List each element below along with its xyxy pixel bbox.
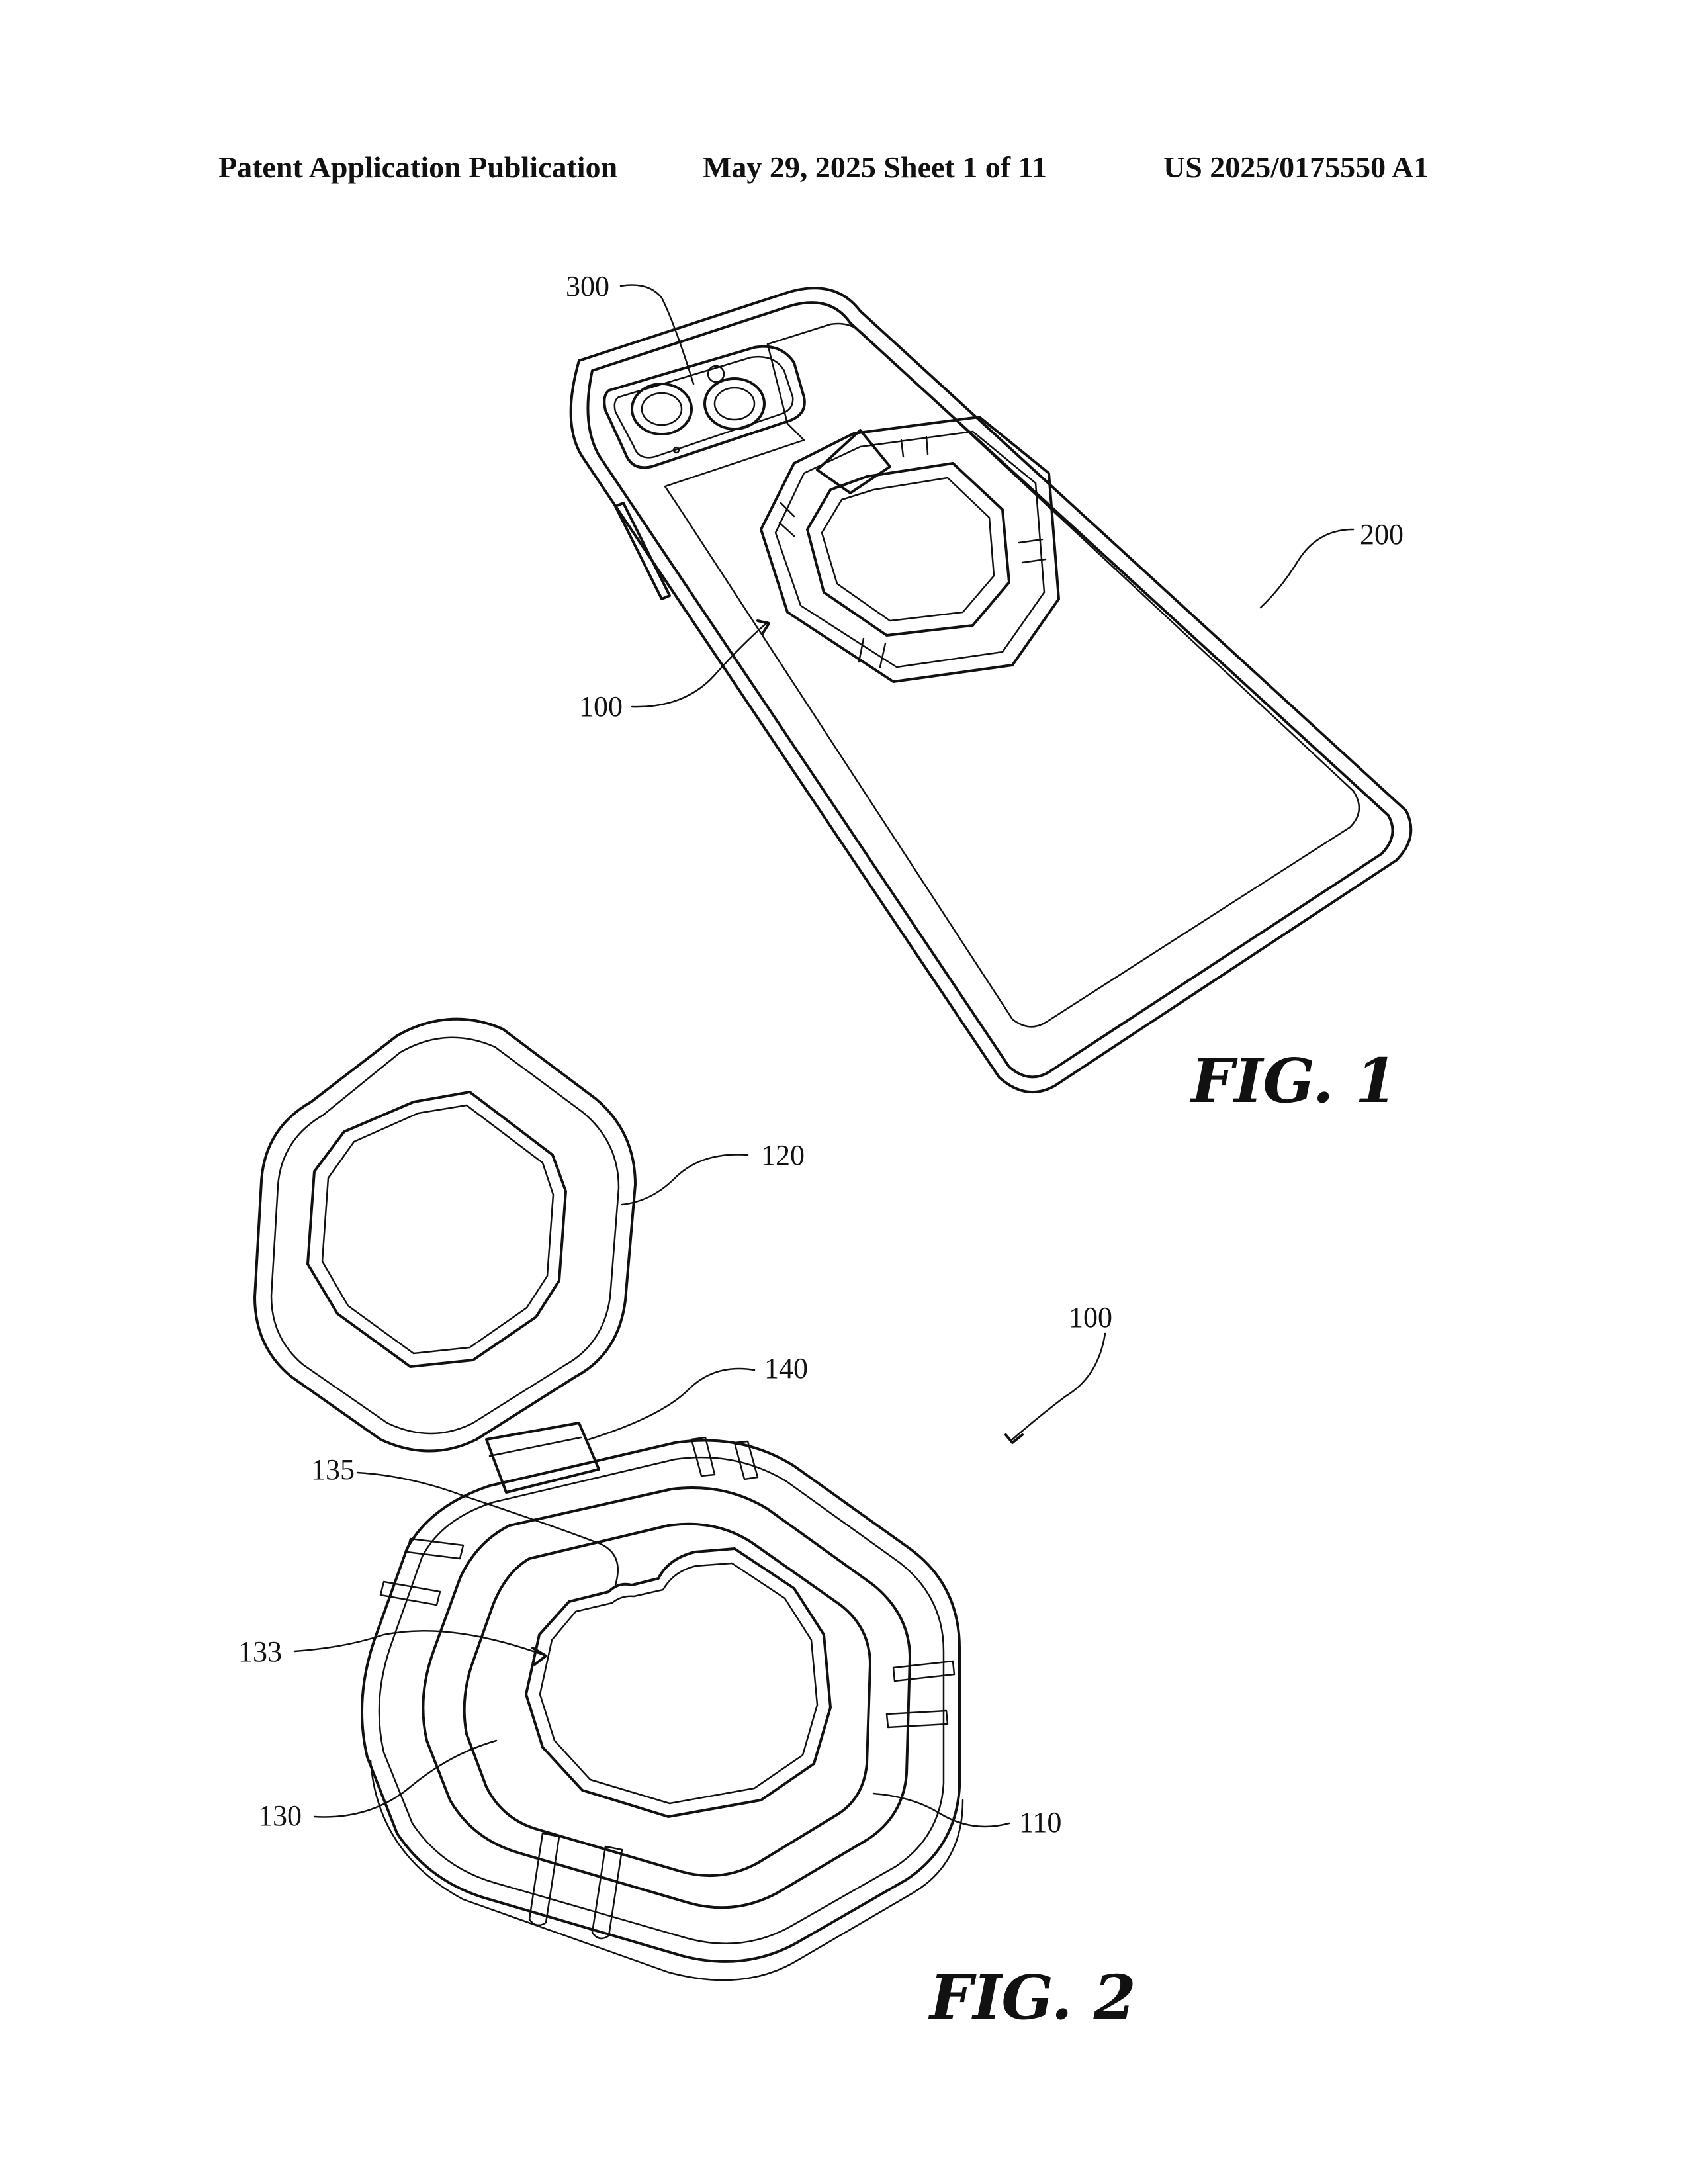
hinge	[485, 1422, 600, 1494]
camera-module	[603, 345, 806, 469]
leader-133	[293, 1630, 544, 1656]
leader-140	[588, 1367, 756, 1441]
leader-120	[621, 1154, 749, 1206]
ring-mount	[760, 416, 1060, 683]
publication-number: US 2025/0175550 A1	[1163, 150, 1429, 184]
ring-lid	[253, 1017, 637, 1453]
leader-100-fig2	[1011, 1332, 1106, 1441]
label-100-fig2: 100	[1069, 1301, 1112, 1334]
figure-1-caption: FIG. 1	[1189, 1045, 1398, 1116]
leader-135	[356, 1471, 619, 1586]
page-header: Patent Application Publication May 29, 2…	[0, 144, 1694, 191]
leader-100-fig1	[631, 621, 769, 708]
label-135: 135	[311, 1453, 355, 1486]
arrowhead-100-fig1	[756, 619, 770, 635]
figure-1: 300 200 100 FIG. 1	[566, 270, 1413, 1116]
leader-300	[619, 284, 695, 385]
label-100-fig1: 100	[579, 690, 623, 723]
label-133: 133	[238, 1635, 282, 1668]
label-130: 130	[258, 1799, 302, 1832]
arrowhead-100-fig2	[1004, 1433, 1024, 1444]
label-140: 140	[764, 1352, 808, 1385]
arrowhead-133	[531, 1647, 547, 1666]
label-120: 120	[761, 1139, 805, 1171]
phone-case	[569, 287, 1413, 1094]
leader-200	[1259, 528, 1355, 609]
outer-ring	[361, 1436, 964, 1981]
inner-ring	[463, 1522, 871, 1878]
publication-title: Patent Application Publication	[218, 150, 618, 184]
figure-2-caption: FIG. 2	[928, 1962, 1136, 2033]
label-300: 300	[566, 270, 609, 302]
figure-2: 120 140 100 135 133 130 110 FIG. 2	[238, 1017, 1136, 2033]
publication-date-sheet: May 29, 2025 Sheet 1 of 11	[703, 150, 1048, 184]
leader-110	[872, 1792, 1010, 1828]
label-110: 110	[1019, 1806, 1061, 1839]
label-200: 200	[1360, 518, 1404, 551]
leader-130	[313, 1739, 498, 1818]
